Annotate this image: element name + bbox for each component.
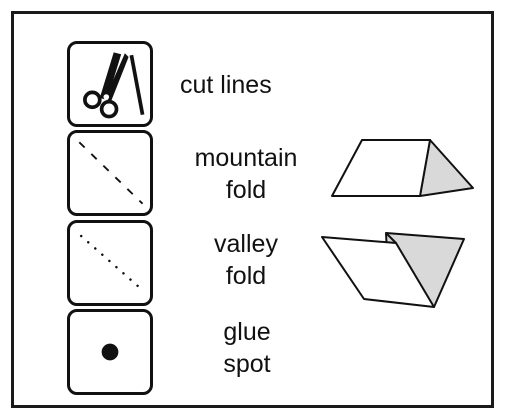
cut-lines-icon-box: [67, 41, 153, 127]
valley-fold-label: valley fold: [214, 230, 278, 290]
mountain-fold-illustration: [331, 139, 474, 197]
dotted-diagonal-icon: [79, 234, 146, 294]
valley-fold-illustration: [321, 232, 465, 308]
glue-dot-icon: [101, 343, 119, 361]
mountain-fold-label: mountain fold: [194, 144, 298, 204]
valley-fold-icon-box: [67, 220, 153, 306]
cut-lines-label: cut lines: [180, 71, 272, 99]
mountain-fold-icon-box: [67, 130, 153, 216]
scissors-icon: [83, 52, 145, 119]
glue-spot-label: glue spot: [223, 318, 271, 378]
dashed-diagonal-icon: [78, 141, 144, 205]
glue-spot-icon-box: [67, 309, 153, 395]
